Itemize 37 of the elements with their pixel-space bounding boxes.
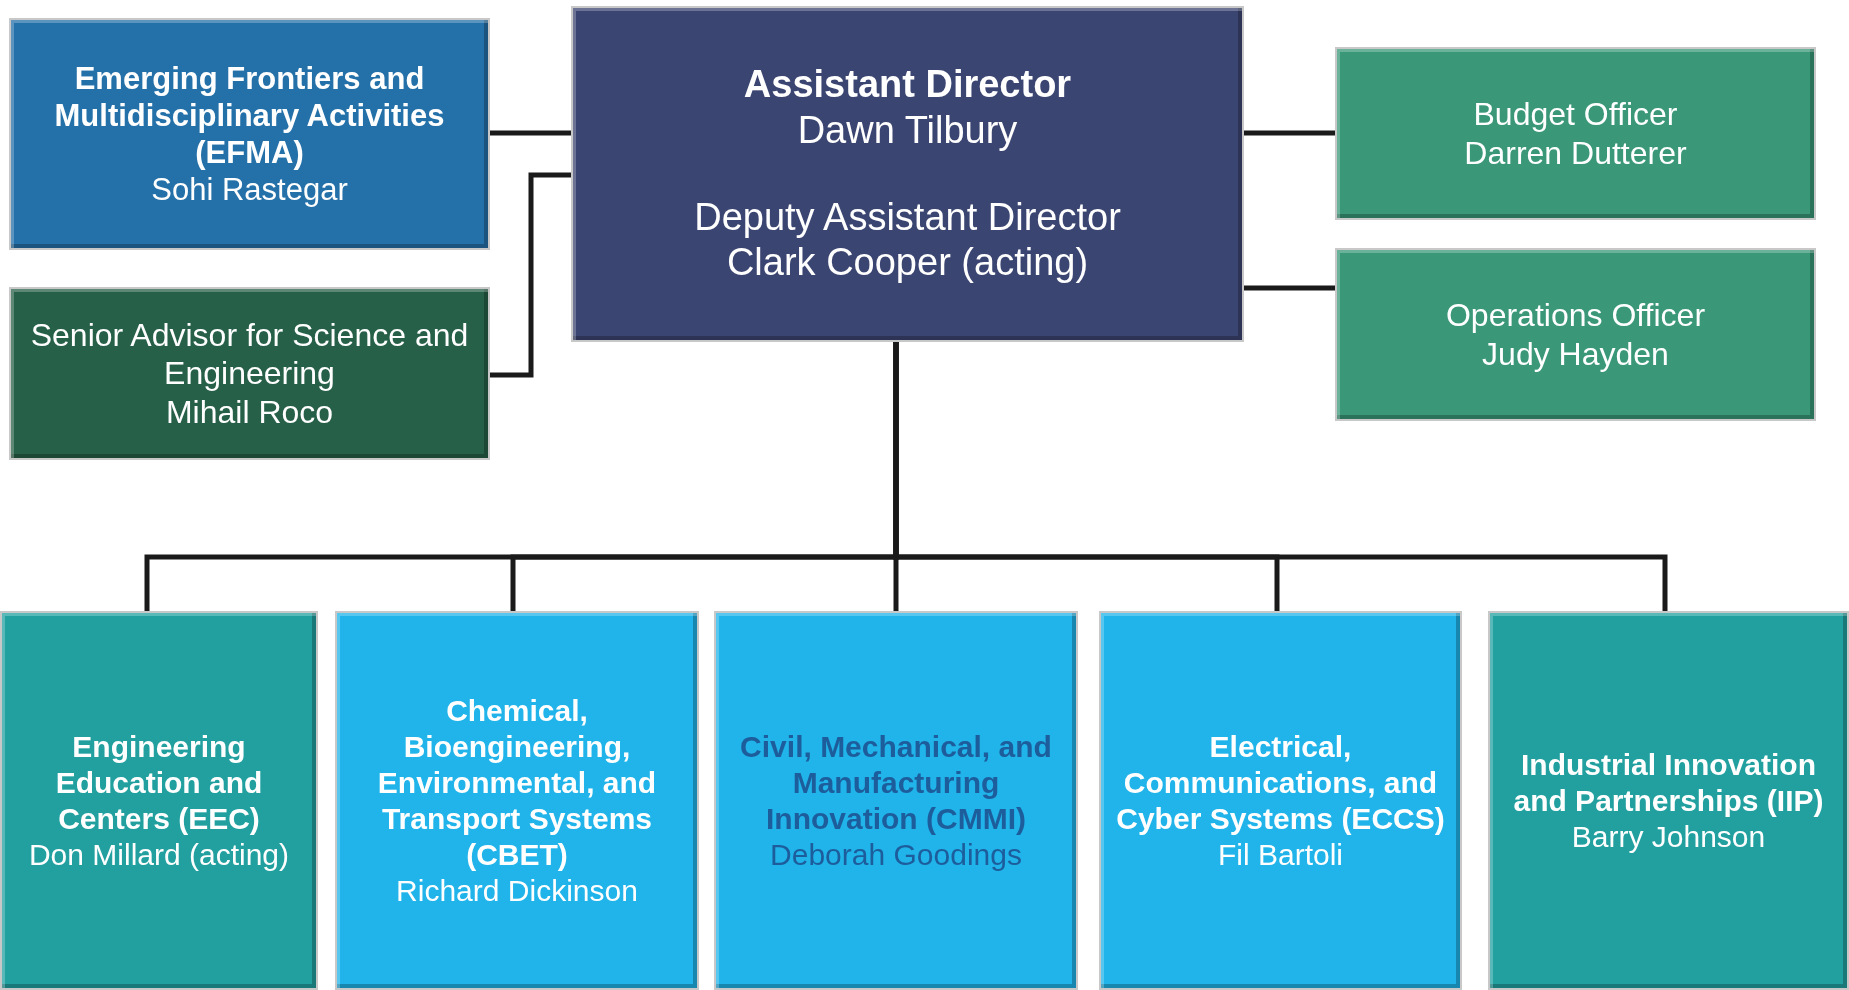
person-name: Richard Dickinson [396, 872, 638, 909]
unit-title: Engineering Education and Centers (EEC) [54, 728, 264, 837]
org-unit-box [714, 611, 1078, 990]
position-title: Budget Officer [1473, 95, 1678, 134]
org-unit-box [335, 611, 699, 990]
person-name: Sohi Rastegar [151, 171, 348, 209]
unit-title: Emerging Frontiers and Multidisciplinary Activities (EFMA) [53, 59, 446, 172]
person-name: Clark Cooper (acting) [726, 240, 1089, 286]
org-unit-box [0, 611, 318, 990]
person-name: Darren Dutterer [1464, 133, 1687, 172]
connector-line [1244, 285, 1335, 291]
org-unit-box [9, 287, 490, 460]
unit-title: Industrial Innovation and Partnerships (IIP) [1512, 746, 1825, 819]
connector-line [1244, 130, 1335, 136]
person-name: Don Millard (acting) [28, 836, 290, 873]
unit-title: Assistant Director [743, 61, 1072, 107]
org-unit-box [571, 6, 1244, 342]
org-unit-box [1335, 248, 1816, 421]
connector-line [893, 342, 1668, 611]
unit-title: Chemical, Bioengineering, Environmental, and Transport Systems (CBET) [376, 692, 658, 873]
org-unit-box [1099, 611, 1462, 990]
position-title: Deputy Assistant Director [694, 194, 1121, 240]
person-name: Mihail Roco [165, 392, 334, 432]
org-unit-box [9, 18, 490, 250]
unit-title: Electrical, Communications, and Cyber Systems (ECCS) [1115, 728, 1446, 837]
person-name: Barry Johnson [1571, 818, 1766, 855]
connector-line [490, 172, 571, 378]
position-title: Senior Advisor for Science and Engineering [29, 315, 470, 393]
person-name: Judy Hayden [1482, 334, 1669, 373]
person-name: Dawn Tilbury [797, 107, 1018, 153]
person-name: Deborah Goodings [770, 836, 1022, 873]
person-name: Fil Bartoli [1218, 836, 1343, 873]
connector-line [490, 130, 571, 136]
position-title: Operations Officer [1445, 296, 1706, 335]
org-unit-box [1488, 611, 1849, 990]
unit-title: Civil, Mechanical, and Manufacturing Innovation (CMMI) [739, 728, 1053, 837]
org-unit-box [1335, 47, 1816, 220]
